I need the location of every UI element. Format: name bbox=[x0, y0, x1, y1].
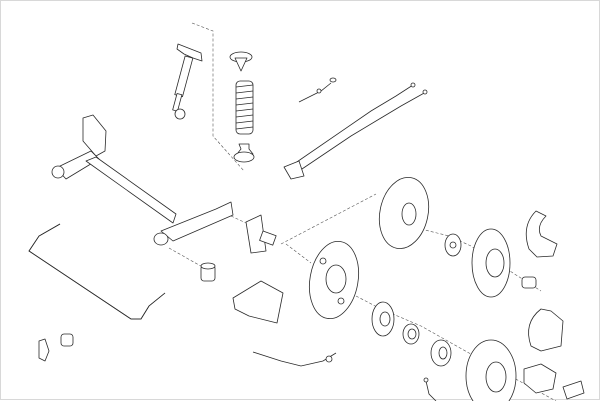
handbrake-cables bbox=[283, 82, 428, 180]
stabilizer-clamp bbox=[38, 338, 50, 362]
hub-flange bbox=[371, 301, 395, 337]
brake-disc bbox=[471, 228, 511, 298]
wheel-bearing bbox=[402, 323, 420, 345]
brake-shoes-lower bbox=[528, 308, 564, 352]
mounting-bracket bbox=[232, 280, 284, 324]
stub-axle bbox=[245, 214, 277, 254]
rear-axle-beam bbox=[51, 114, 234, 246]
bushing bbox=[200, 262, 216, 282]
stabilizer-bushing bbox=[60, 333, 74, 347]
brake-backing-plate bbox=[309, 240, 359, 320]
spring-seat bbox=[233, 143, 255, 163]
hub-bearing bbox=[430, 339, 452, 367]
brake-drum bbox=[465, 339, 517, 406]
brake-caliper bbox=[523, 363, 557, 394]
brake-shoes-upper bbox=[525, 210, 558, 258]
top-mount bbox=[229, 51, 253, 72]
wheel-cylinder bbox=[521, 276, 537, 289]
abs-sensor-cable bbox=[252, 351, 337, 367]
dust-shield bbox=[378, 177, 430, 249]
wheel-hub bbox=[444, 233, 462, 257]
brake-cable-short bbox=[298, 77, 337, 103]
brake-hose bbox=[423, 377, 437, 402]
coil-spring bbox=[235, 80, 254, 135]
stabilizer-bar bbox=[28, 223, 166, 320]
shock-absorber bbox=[172, 43, 203, 120]
brake-pads bbox=[562, 380, 585, 400]
